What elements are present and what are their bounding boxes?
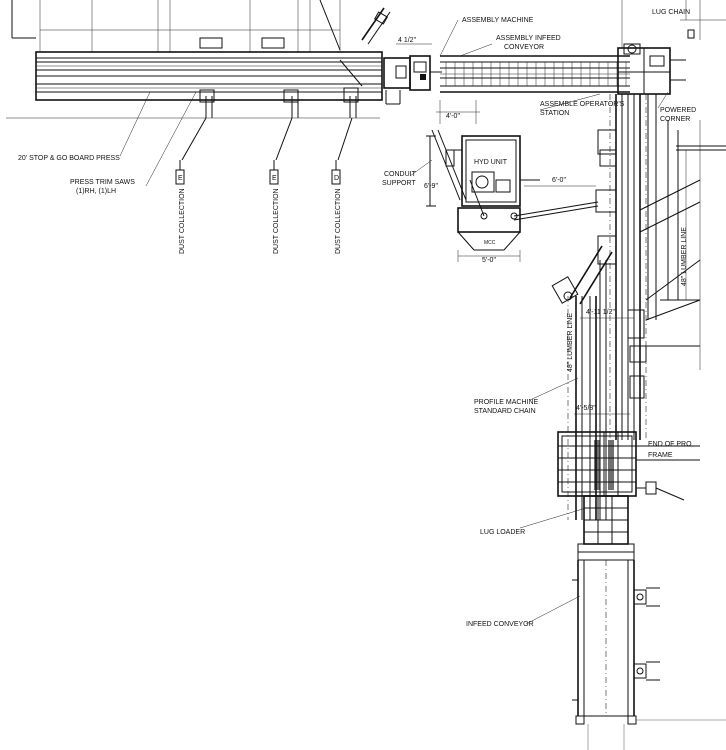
label-assembly-infeed-2: CONVEYOR — [504, 44, 544, 51]
lumber-line-lower — [567, 260, 607, 520]
label-lumber-line-right: 48" LUMBER LINE — [681, 227, 688, 286]
dust-collection-leaders — [175, 117, 353, 185]
label-mcc: MCC — [484, 240, 496, 246]
dust-tag-1: E — [178, 175, 183, 182]
dimension-lines — [396, 43, 634, 415]
dim-5-0: 5'-0" — [482, 257, 496, 264]
vertical-lumber-line — [595, 94, 701, 440]
label-board-press: 20' STOP & GO BOARD PRESS — [18, 155, 120, 162]
label-hyd-unit: HYD UNIT — [474, 159, 508, 166]
label-trim-saws-2: (1)RH, (1)LH — [76, 188, 116, 195]
infeed-conveyor — [572, 560, 726, 750]
label-lug-loader: LUG LOADER — [480, 529, 525, 536]
dim-4-half: 4 1/2" — [398, 37, 417, 44]
dim-6-9: 6'-9" — [424, 183, 438, 190]
profile-frame — [557, 431, 700, 501]
label-conduit-support-1: CONDUIT — [384, 171, 417, 178]
dim-4-0: 4'-0" — [446, 113, 460, 120]
label-assembly-machine: ASSEMBLY MACHINE — [462, 17, 534, 24]
assembly-machine — [383, 55, 442, 105]
label-conduit-support-2: SUPPORT — [382, 180, 416, 187]
label-profile-machine-1: PROFILE MACHINE — [474, 399, 539, 406]
dim-4-5-8: 4'-5/8" — [576, 405, 596, 412]
right-edge-structures — [676, 0, 726, 151]
label-dust-collection-1: DUST COLLECTION — [179, 188, 186, 254]
hydraulic-unit — [426, 135, 540, 207]
diagonal-outfeed — [551, 245, 613, 305]
powered-corner — [617, 0, 701, 95]
label-dust-collection-3: DUST COLLECTION — [335, 188, 342, 254]
label-operator-station-2: STATION — [540, 110, 569, 117]
label-powered-corner-2: CORNER — [660, 116, 690, 123]
label-leaders — [119, 19, 669, 625]
label-lumber-line-left: 48" LUMBER LINE — [567, 313, 574, 372]
label-profile-machine-2: STANDARD CHAIN — [474, 408, 536, 415]
mcc-cabinet — [457, 179, 599, 251]
label-dust-collection-2: DUST COLLECTION — [273, 188, 280, 254]
lug-loader — [577, 495, 635, 561]
conduit-support — [431, 129, 467, 201]
dust-tag-3: D — [334, 175, 339, 182]
label-end-of-frame-2: FRAME — [648, 452, 673, 459]
board-press-line — [6, 0, 391, 119]
label-lug-chain-top: LUG CHAIN — [652, 9, 690, 16]
dim-6-0: 6'-0" — [552, 177, 566, 184]
label-end-of-frame-1: END OF PRO — [648, 441, 692, 448]
dust-tag-2: E — [272, 175, 277, 182]
label-trim-saws-1: PRESS TRIM SAWS — [70, 179, 135, 186]
label-powered-corner-1: POWERED — [660, 107, 696, 114]
assembly-infeed-conveyor — [440, 55, 630, 93]
label-infeed-conveyor: INFEED CONVEYOR — [466, 621, 534, 628]
label-operator-station-1: ASSEMBLE OPERATOR'S — [540, 101, 625, 108]
label-assembly-infeed-1: ASSEMBLY INFEED — [496, 35, 561, 42]
dim-4-11-half: 4'-11 1/2" — [586, 309, 616, 316]
